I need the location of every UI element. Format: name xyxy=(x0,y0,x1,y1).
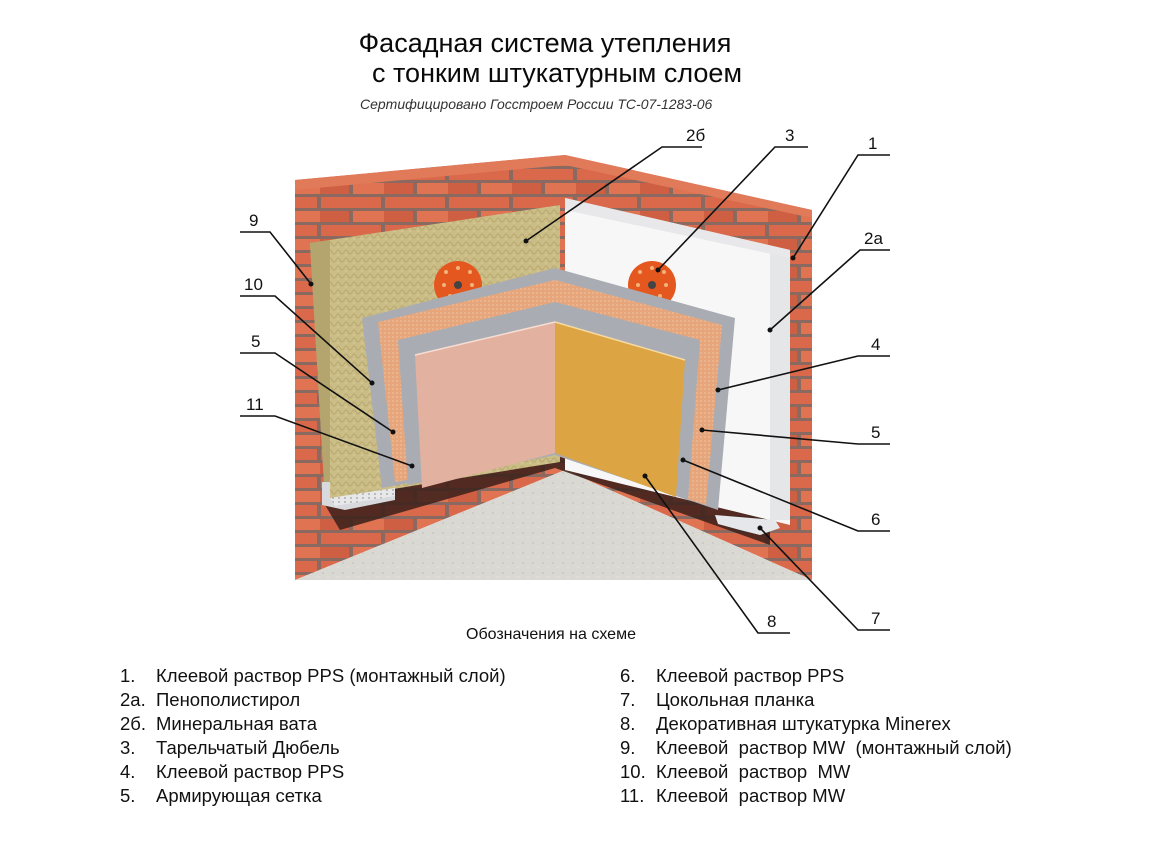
legend-title: Обозначения на схеме xyxy=(466,626,636,643)
legend-item: 7.Цокольная планка xyxy=(620,689,815,710)
callout-9: 9 xyxy=(249,211,258,230)
callout-1: 1 xyxy=(868,134,877,153)
callout-10: 10 xyxy=(244,275,263,294)
callout-2a: 2а xyxy=(864,229,883,248)
callout-5-right: 5 xyxy=(871,423,880,442)
legend-item: 2а.Пенополистирол xyxy=(120,689,301,710)
legend-item: 5.Армирующая сетка xyxy=(120,785,322,806)
callout-8: 8 xyxy=(767,612,776,631)
legend-left-column: 1.Клеевой раствор PPS (монтажный слой) 2… xyxy=(120,664,506,808)
callout-7: 7 xyxy=(871,609,880,628)
decorative-plaster xyxy=(414,321,686,497)
plinth-profile xyxy=(322,482,780,535)
callout-11: 11 xyxy=(246,395,264,414)
leader-lines xyxy=(240,146,890,634)
callout-5-left: 5 xyxy=(251,332,260,351)
legend-right-column: 6.Клеевой раствор PPS 7.Цокольная планка… xyxy=(620,664,1012,808)
legend-item: 10.Клеевой раствор MW xyxy=(620,761,851,782)
callout-6: 6 xyxy=(871,510,880,529)
legend-item: 9.Клеевой раствор MW (монтажный слой) xyxy=(620,737,1012,758)
legend-item: 1.Клеевой раствор PPS (монтажный слой) xyxy=(120,665,506,686)
leader-dots xyxy=(308,238,796,531)
callout-4: 4 xyxy=(871,335,880,354)
legend-item: 2б.Минеральная вата xyxy=(120,713,317,734)
certification-subtitle: Сертифицировано Госстроем России ТС-07-1… xyxy=(360,96,713,112)
legend-item: 8.Декоративная штукатурка Minerex xyxy=(620,713,951,734)
legend-item: 11.Клеевой раствор MW xyxy=(620,785,846,806)
diagram-title: Фасадная система утепления с тонким штук… xyxy=(0,28,1150,88)
title-line-2: с тонким штукатурным слоем xyxy=(371,58,743,88)
legend-item: 4.Клеевой раствор PPS xyxy=(120,761,345,782)
legend-item: 3.Тарельчатый Дюбель xyxy=(120,737,340,758)
callout-3: 3 xyxy=(785,126,794,145)
legend-item: 6.Клеевой раствор PPS xyxy=(620,665,845,686)
title-line-1: Фасадная система утепления xyxy=(358,28,732,58)
callout-2b: 2б xyxy=(686,126,705,145)
